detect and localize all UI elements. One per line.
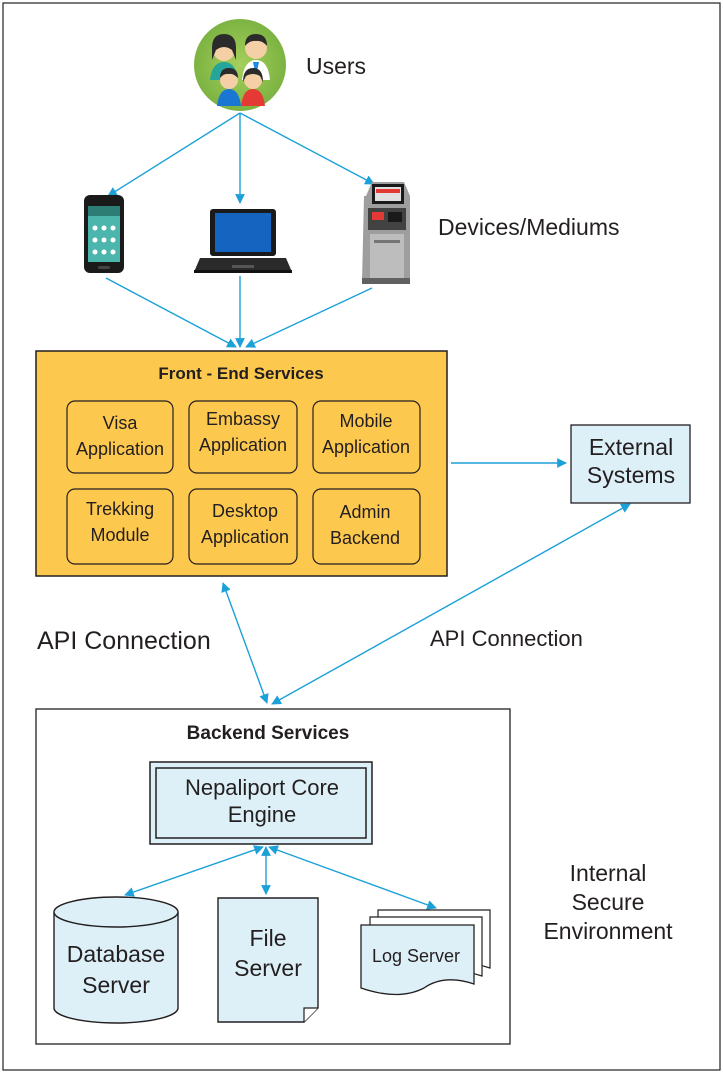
frontend-title: Front - End Services [158,364,323,383]
svg-text:Application: Application [199,435,287,455]
file-server-icon: File Server [217,897,319,1023]
module-embassy-application: Embassy Application [188,400,298,474]
svg-text:Backend: Backend [330,528,400,548]
svg-text:Embassy: Embassy [206,409,280,429]
smartphone-icon [84,195,124,273]
svg-text:Application: Application [201,527,289,547]
module-desktop-application: Desktop Application [188,488,298,565]
svg-text:Mobile: Mobile [339,411,392,431]
log-server-icon: Log Server [360,909,491,996]
devices-label: Devices/Mediums [438,214,620,240]
external-systems-box: External Systems [570,424,691,504]
external-systems-line2: Systems [587,462,675,488]
database-server-line1: Database [67,941,165,967]
svg-text:Application: Application [322,437,410,457]
database-server-icon: Database Server [53,896,179,1024]
users-icon [194,19,286,111]
users-label: Users [306,53,366,79]
devices-to-frontend-arrows [105,276,373,348]
svg-text:Visa: Visa [103,413,139,433]
svg-text:Admin: Admin [339,502,390,522]
api-connection-right-arrow [271,503,631,705]
svg-text:Module: Module [90,525,149,545]
module-visa-application: Visa Application [66,400,174,474]
core-to-servers-arrows [124,845,437,910]
svg-text:Application: Application [76,439,164,459]
file-server-line1: File [249,925,286,951]
module-mobile-application: Mobile Application [312,400,421,474]
environment-line1: Internal [570,860,647,886]
file-server-line2: Server [234,955,302,981]
environment-line3: Environment [543,918,673,944]
api-connection-left-label: API Connection [37,627,211,655]
laptop-icon [194,209,292,273]
core-engine-line2: Engine [228,802,297,827]
environment-line2: Secure [572,889,645,915]
external-systems-line1: External [589,434,673,460]
core-engine-line1: Nepaliport Core [185,775,339,800]
backend-title: Backend Services [187,723,350,744]
database-server-line2: Server [82,972,150,998]
api-connection-left-arrow [221,582,269,704]
module-trekking-module: Trekking Module [66,488,174,565]
svg-text:Trekking: Trekking [86,499,154,519]
api-connection-right-label: API Connection [430,626,583,651]
svg-text:Desktop: Desktop [212,501,278,521]
log-server-label: Log Server [372,946,460,966]
kiosk-icon [362,182,410,284]
module-admin-backend: Admin Backend [312,488,421,565]
users-to-devices-arrows [107,112,375,204]
core-engine-box: Nepaliport Core Engine [149,761,373,845]
